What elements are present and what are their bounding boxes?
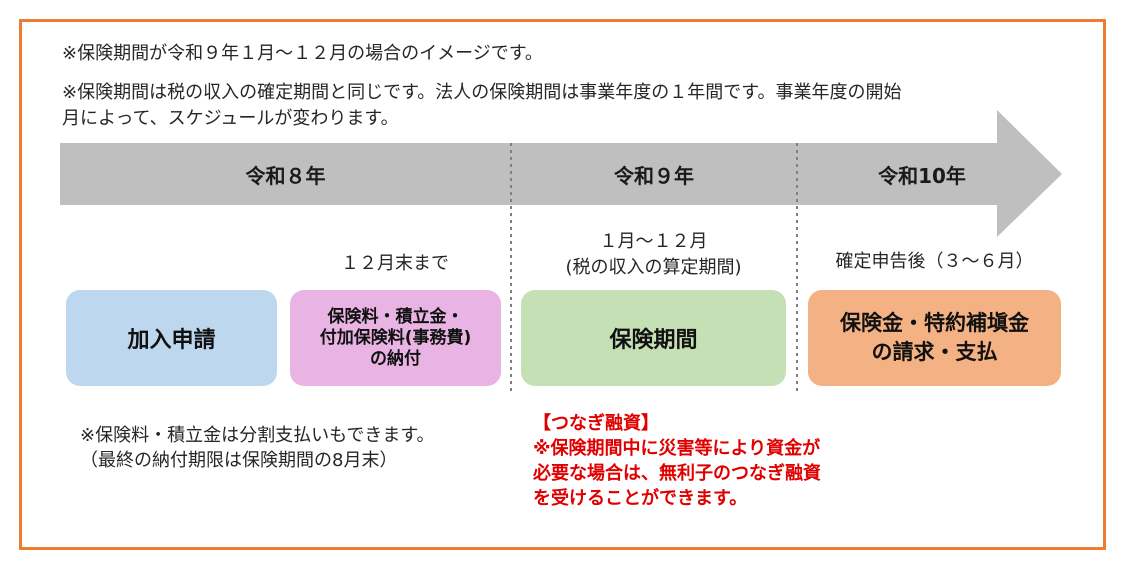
footnote-installment: ※保険料・積立金は分割支払いもできます。 xyxy=(80,425,435,446)
bridge-loan-line2: 必要な場合は、無利子のつなぎ融資 xyxy=(533,463,821,484)
payment-box-label: 保険料・積立金・ 付加保険料(事務費) の納付 xyxy=(319,306,472,369)
application-box: 加入申請 xyxy=(66,290,277,386)
footnote-deadline: （最終の納付期限は保険期間の8月末） xyxy=(80,450,398,471)
deadline-label: １２月末まで xyxy=(341,253,449,274)
bridge-loan-title: 【つなぎ融資】 xyxy=(533,413,659,434)
year-label-r9: 令和９年 xyxy=(614,164,694,188)
bridge-loan-line1: ※保険期間中に災害等により資金が xyxy=(533,438,821,459)
outer-frame xyxy=(19,19,1106,550)
payment-box: 保険料・積立金・ 付加保険料(事務費) の納付 xyxy=(290,290,501,386)
claim-box-label: 保険金・特約補塡金 の請求・支払 xyxy=(840,311,1029,364)
period-range-label: １月～１２月 xyxy=(599,231,708,252)
timeline-arrow-shape xyxy=(60,110,1062,237)
insurance-period-box-label: 保険期間 xyxy=(609,328,698,353)
after-filing-label: 確定申告後（３～６月） xyxy=(835,251,1034,272)
insurance-period-box: 保険期間 xyxy=(521,290,786,386)
bridge-loan-line3: を受けることができます。 xyxy=(533,488,748,509)
note-scenario: ※保険期間が令和９年１月～１２月の場合のイメージです。 xyxy=(62,43,543,64)
note-period-line1: ※保険期間は税の収入の確定期間と同じです。法人の保険期間は事業年度の１年間です。… xyxy=(62,82,902,103)
year-label-r8: 令和８年 xyxy=(245,164,326,188)
period-desc-label: (税の収入の算定期間) xyxy=(565,257,742,278)
application-box-label: 加入申請 xyxy=(127,328,216,353)
year-label-r10: 令和10年 xyxy=(878,164,966,188)
claim-box: 保険金・特約補塡金 の請求・支払 xyxy=(808,290,1061,386)
note-period-line2: 月によって、スケジュールが変わります。 xyxy=(62,108,399,129)
